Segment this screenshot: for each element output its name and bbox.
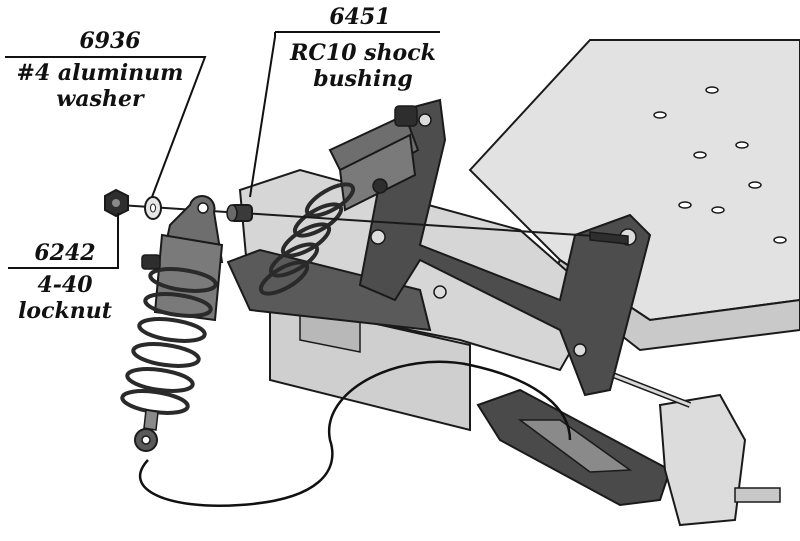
installed-shock: [258, 105, 420, 296]
callout-6451: 6451: [285, 4, 435, 30]
locknut-desc-line-1: 4-40: [37, 272, 93, 298]
part-number-6242: 6242: [34, 240, 96, 266]
bushing-desc-line-2: bushing: [313, 66, 413, 92]
locknut-desc-line-2: locknut: [18, 298, 112, 324]
bushing-desc-line-1: RC10 shock: [290, 40, 436, 66]
bushing-part: [226, 204, 253, 222]
wire-loop: [139, 360, 572, 507]
callout-6242: 6242: [10, 240, 120, 266]
callout-6242-desc: 4-40 locknut: [5, 272, 125, 324]
axle: [734, 487, 781, 503]
washer-desc-line-1: #4 aluminum: [16, 60, 184, 86]
chassis-holes: [653, 86, 787, 244]
washer-leader: [5, 56, 207, 198]
arm-cutout: [517, 419, 633, 473]
bushing-leader: [249, 32, 276, 198]
steering-block: [658, 393, 747, 527]
callout-6451-desc: RC10 shock bushing: [278, 40, 448, 92]
shock-screw: [589, 231, 629, 245]
locknut-leader: [8, 213, 119, 269]
callout-6936-desc: #4 aluminum washer: [0, 60, 200, 112]
callout-leaders: [5, 31, 440, 269]
washer-desc-line-2: washer: [56, 86, 144, 112]
callout-6936: 6936: [20, 28, 200, 54]
part-number-6451: 6451: [329, 4, 391, 30]
exploded-shock: [120, 195, 224, 452]
shock-tower: [358, 98, 652, 397]
part-number-6936: 6936: [79, 28, 141, 54]
